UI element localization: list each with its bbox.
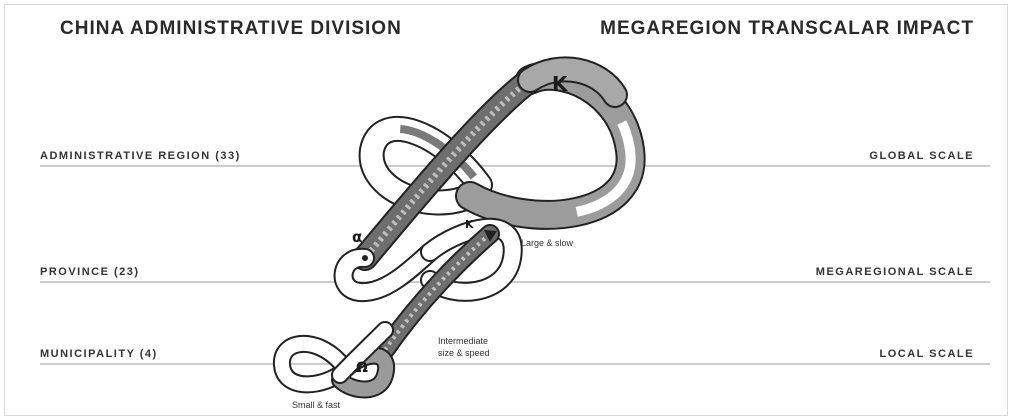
alpha-intermediate-symbol: α [352, 228, 362, 246]
kappa-intermediate-symbol: K [465, 218, 474, 231]
omega-small-symbol: Ω [356, 360, 368, 376]
scale-label-local: LOCAL SCALE [879, 348, 974, 360]
scale-label-global: GLOBAL SCALE [869, 150, 974, 162]
scale-label-megaregional: MEGAREGIONAL SCALE [816, 266, 974, 278]
kappa-large-symbol: K [552, 72, 568, 96]
small-fast-note: Small & fast [292, 400, 340, 411]
division-label-province: PROVINCE (23) [40, 266, 140, 278]
large-slow-note: Large & slow [521, 238, 573, 249]
division-label-administrative-region: ADMINISTRATIVE REGION (33) [40, 150, 241, 162]
intermediate-note-line1: Intermediate [438, 336, 488, 347]
small-cycle-loop [282, 330, 386, 390]
intermediate-note-line2: size & speed [438, 348, 490, 359]
division-label-municipality: MUNICIPALITY (4) [40, 348, 158, 360]
